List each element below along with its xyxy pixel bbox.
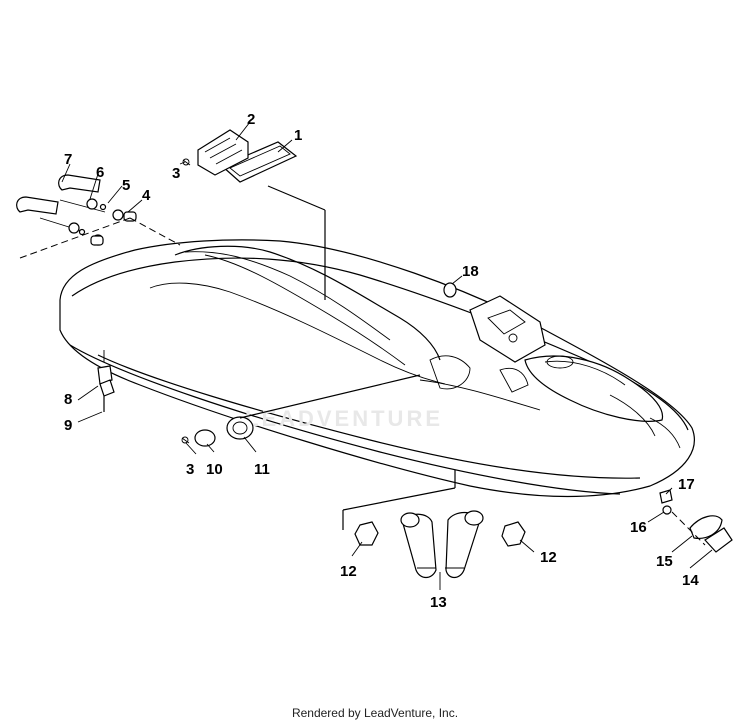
jet-ski-hull: [59, 239, 695, 498]
callout-13: 13: [430, 594, 447, 611]
callout-2: 2: [247, 111, 255, 128]
callout-6: 6: [96, 164, 104, 181]
callout-labels: 1 2 3 4 5 6 7 8 9 3 10 11 12 12 13 14 15…: [64, 111, 699, 611]
callout-11: 11: [254, 461, 270, 478]
drain-plug-assembly: [97, 350, 115, 412]
callout-9: 9: [64, 417, 72, 434]
intake-grate-assembly: [182, 129, 298, 183]
callout-18: 18: [462, 263, 479, 280]
callout-4: 4: [142, 187, 151, 204]
fitting-assembly: [181, 374, 421, 447]
callout-14: 14: [682, 572, 699, 589]
callout-17: 17: [678, 476, 695, 493]
callout-3-lower: 3: [186, 461, 194, 478]
callout-16: 16: [630, 519, 647, 536]
footer-credit: Rendered by LeadVenture, Inc.: [291, 706, 459, 720]
callout-12-left: 12: [340, 563, 357, 580]
callout-8: 8: [64, 391, 72, 408]
callout-7: 7: [64, 151, 72, 168]
callout-1: 1: [294, 127, 302, 144]
watermark-text: LEADVENTURE: [245, 406, 443, 431]
leader-lines: [61, 121, 713, 590]
outlet-elbow-assembly: [342, 470, 526, 579]
callout-10: 10: [206, 461, 223, 478]
callout-3-upper: 3: [172, 165, 180, 182]
callout-12-right: 12: [540, 549, 557, 566]
callout-15: 15: [656, 553, 673, 570]
tie-hook-assembly: [16, 174, 181, 259]
bow-eye-assembly: [659, 489, 733, 553]
callout-5: 5: [122, 177, 130, 194]
plug-18: [443, 282, 457, 298]
